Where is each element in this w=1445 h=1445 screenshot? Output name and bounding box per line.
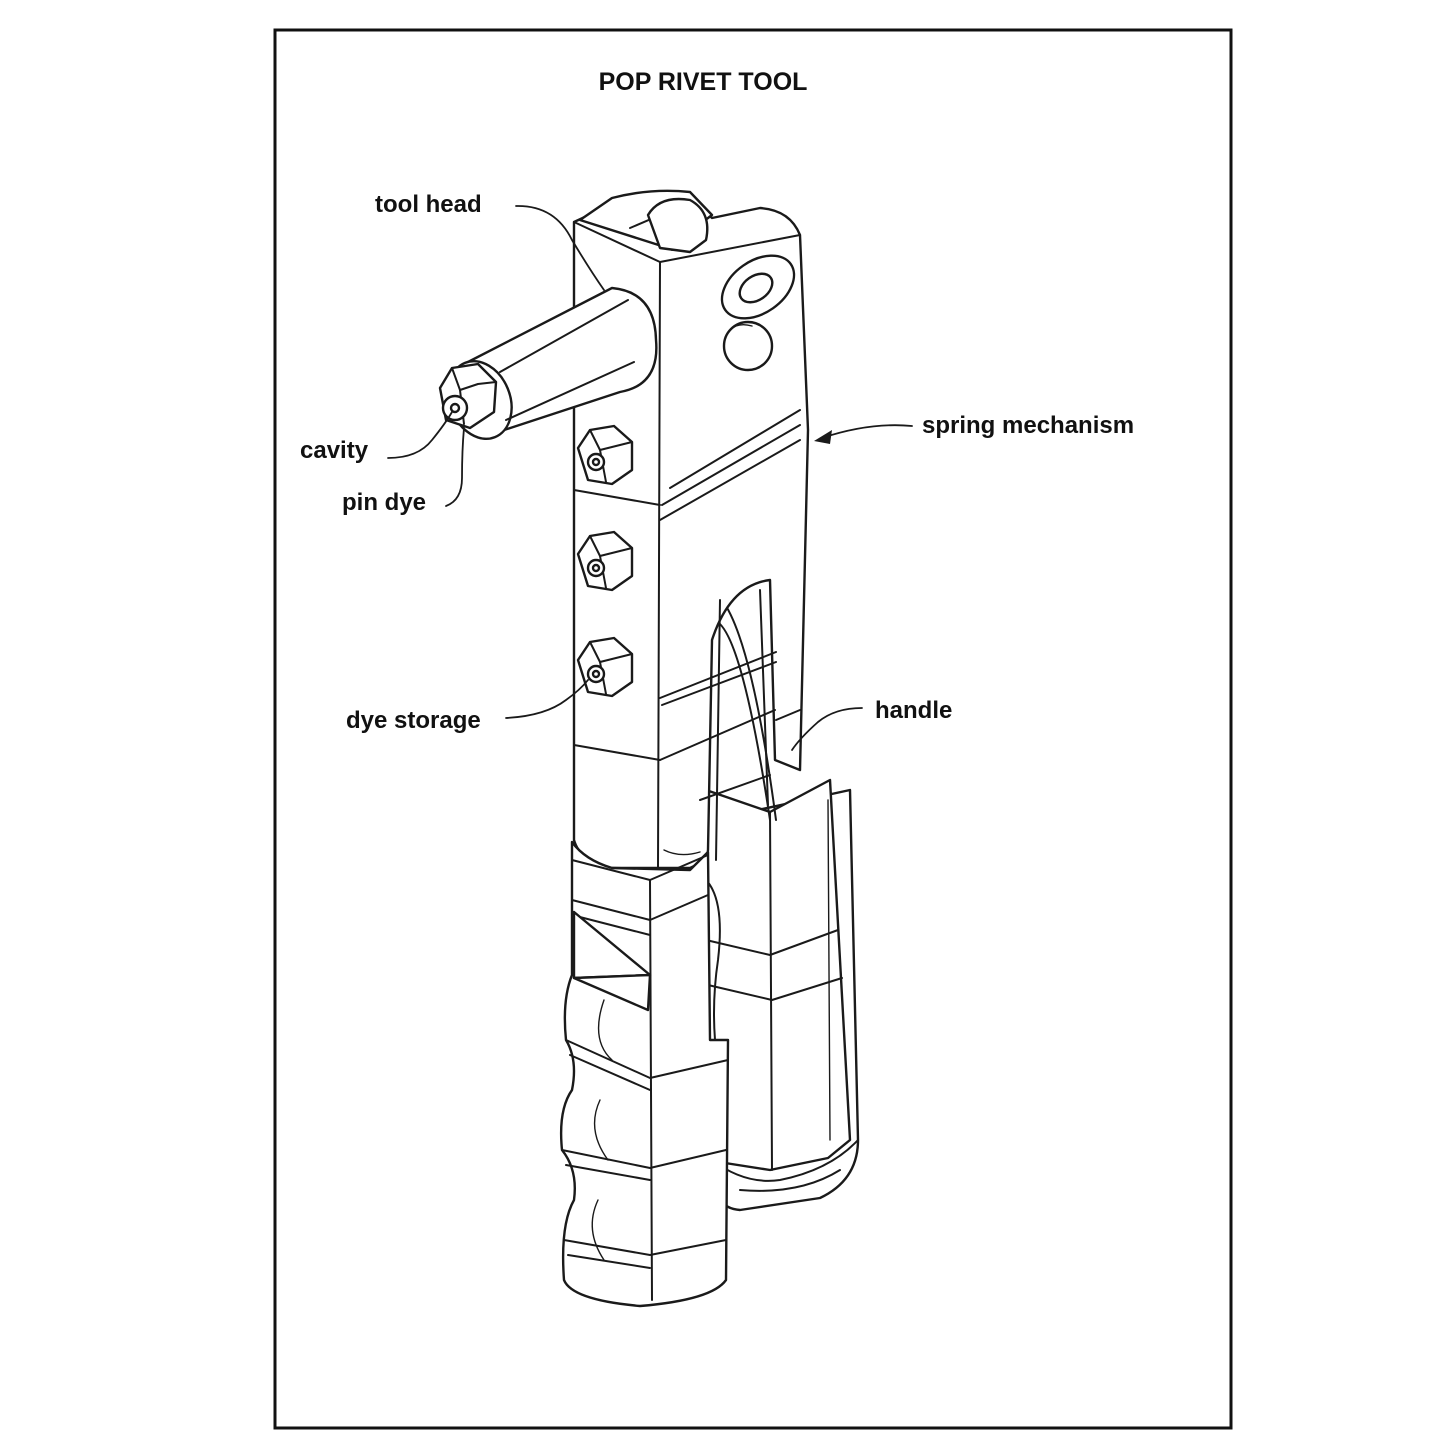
diagram-frame bbox=[273, 28, 1233, 1430]
front-handle-grip bbox=[559, 840, 730, 1308]
callout-tool-head: tool head bbox=[375, 191, 605, 291]
leader-tool-head bbox=[515, 205, 605, 291]
label-dye-storage: dye storage bbox=[346, 707, 481, 734]
dye-storage-studs bbox=[576, 424, 634, 698]
label-cavity: cavity bbox=[300, 437, 369, 464]
diagram-title: POP RIVET TOOL bbox=[599, 68, 808, 96]
label-handle: handle bbox=[875, 697, 952, 724]
callout-handle: handle bbox=[791, 697, 952, 751]
callout-dye-storage: dye storage bbox=[346, 679, 589, 734]
leader-cavity bbox=[387, 411, 453, 459]
callout-spring-mechanism: spring mechanism bbox=[814, 412, 1134, 444]
leader-spring-mechanism bbox=[821, 424, 913, 439]
rivet-tool-illustration bbox=[438, 189, 860, 1308]
label-spring-mechanism: spring mechanism bbox=[922, 412, 1134, 439]
leader-pin-dye bbox=[445, 427, 465, 507]
callout-cavity: cavity bbox=[300, 411, 453, 464]
storage-stud-1 bbox=[576, 424, 634, 486]
label-tool-head: tool head bbox=[375, 191, 482, 218]
arrowhead-spring-mechanism bbox=[814, 430, 832, 444]
storage-stud-2 bbox=[576, 530, 634, 592]
leader-dye-storage bbox=[505, 679, 589, 719]
back-handle bbox=[704, 778, 860, 1212]
storage-stud-3 bbox=[576, 636, 634, 698]
label-pin-dye: pin dye bbox=[342, 489, 426, 516]
callout-pin-dye: pin dye bbox=[342, 427, 465, 516]
leader-handle bbox=[791, 707, 863, 751]
tool-head-cylinder bbox=[438, 286, 658, 440]
